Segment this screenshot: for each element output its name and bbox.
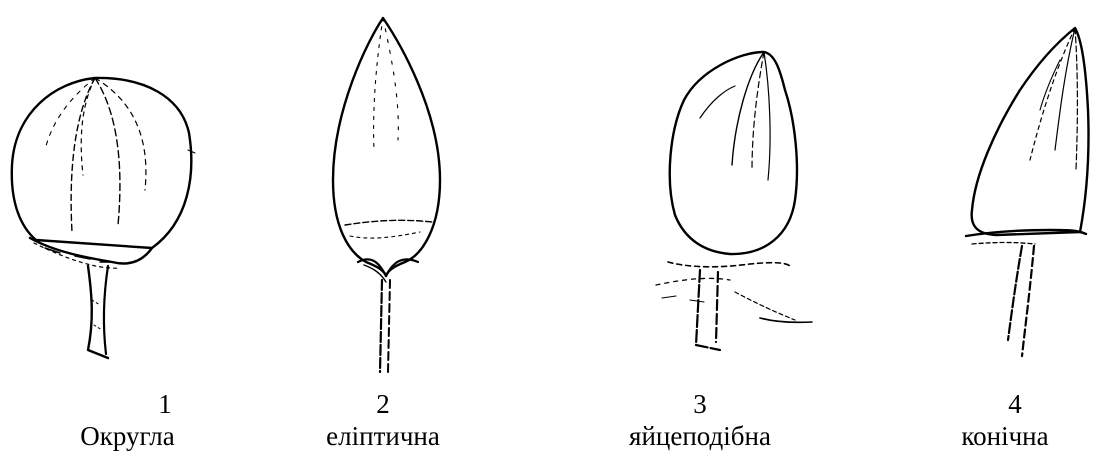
figure-label-4: конічна — [915, 420, 1094, 452]
conical-bud-drawing — [966, 28, 1089, 356]
figure-number-4: 4 — [935, 388, 1094, 420]
caption-4: 4 конічна — [935, 388, 1094, 452]
figure-label-3: яйцеподібна — [590, 420, 810, 452]
round-bud-drawing — [12, 78, 195, 358]
caption-1: 1 Округла — [85, 388, 245, 452]
caption-2: 2 еліптична — [303, 388, 463, 452]
figure-number-1: 1 — [85, 388, 245, 420]
figure-label-1: Округла — [10, 420, 245, 452]
ovate-bud-drawing — [656, 52, 812, 350]
figure-number-3: 3 — [590, 388, 810, 420]
elliptic-bud-drawing — [333, 18, 440, 372]
figure-label-2: еліптична — [303, 420, 463, 452]
caption-3: 3 яйцеподібна — [590, 388, 810, 452]
figure-number-2: 2 — [303, 388, 463, 420]
